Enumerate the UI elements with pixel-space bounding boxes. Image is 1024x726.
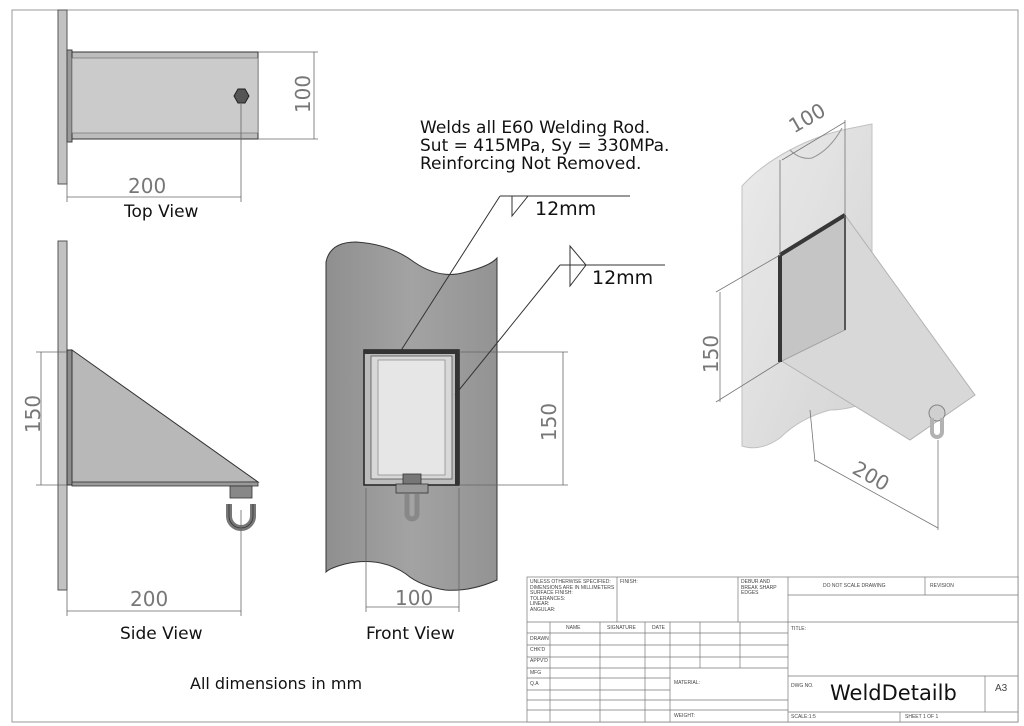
top-view-width-dim: 200 [128, 174, 167, 198]
title-block [526, 576, 1019, 723]
top-view-depth-dim: 100 [291, 74, 316, 114]
side-view [36, 240, 260, 616]
tb-weight: WEIGHT: [674, 713, 695, 719]
side-view-width-dim: 200 [130, 587, 169, 611]
fillet-weld-icon [569, 264, 588, 288]
tb-sheet: SHEET 1 OF 1 [905, 714, 939, 720]
tb-row-mfg: MFG [530, 670, 542, 676]
side-view-height-dim: 150 [21, 394, 46, 434]
weld-size-label: 12mm [535, 198, 597, 220]
weld-note: Welds all E60 Welding Rod. Sut = 415MPa,… [420, 119, 669, 173]
tb-line: BREAK SHARP [741, 584, 777, 591]
front-view [325, 241, 568, 612]
iso-view-height-dim: 150 [699, 334, 724, 374]
tb-size: A3 [995, 683, 1008, 694]
front-view-label: Front View [366, 624, 455, 644]
tb-col-name: NAME [566, 625, 581, 631]
tb-scale: SCALE:1:5 [791, 714, 816, 720]
tb-do-not-scale: DO NOT SCALE DRAWING [823, 583, 886, 589]
side-view-label: Side View [120, 624, 203, 644]
top-view-label: Top View [124, 202, 199, 222]
tb-line: ANGULAR: [530, 606, 556, 613]
tb-unless-specified: UNLESS OTHERWISE SPECIFIED: DIMENSIONS A… [530, 579, 615, 613]
tb-line: SURFACE FINISH: [530, 590, 573, 596]
units-note: All dimensions in mm [190, 674, 363, 693]
weld-note-line2: Sut = 415MPa, Sy = 330MPa. [420, 136, 670, 156]
tb-line: UNLESS OTHERWISE SPECIFIED: [530, 579, 611, 585]
tb-drawing-name: WeldDetailb [830, 681, 957, 705]
isometric-view [715, 120, 976, 530]
front-view-height-dim: 150 [537, 402, 562, 442]
weld-note-line3: Reinforcing Not Removed. [420, 154, 642, 174]
fillet-weld-icon [511, 195, 530, 218]
tb-row-qa: Q.A [530, 681, 539, 687]
tb-deburr: DEBUR AND BREAK SHARP EDGES [741, 579, 777, 597]
tb-row-checked: CHK'D [530, 647, 546, 653]
weld-note-line1: Welds all E60 Welding Rod. [420, 118, 651, 138]
fillet-weld-icon [569, 244, 588, 266]
tb-row-drawn: DRAWN [530, 636, 549, 642]
front-view-width-dim: 100 [395, 586, 434, 610]
tb-line: DIMENSIONS ARE IN MILLIMETERS [530, 584, 615, 591]
tb-dwg-no-label: DWG NO. [791, 683, 814, 689]
tb-title: TITLE: [791, 626, 807, 632]
sheet-border [11, 9, 1019, 723]
tb-line: EDGES [741, 590, 759, 596]
tb-revision: REVISION [930, 583, 954, 589]
tb-line: DEBUR AND [741, 579, 771, 585]
tb-line: LINEAR: [530, 601, 550, 607]
tb-line: TOLERANCES: [530, 595, 566, 602]
weld-symbols [399, 195, 665, 396]
tb-row-approved: APPV'D [530, 658, 548, 664]
top-view [57, 9, 318, 202]
tb-finish: FINISH: [620, 579, 638, 585]
bolt-head-icon [233, 88, 250, 104]
weld-size-label: 12mm [592, 267, 654, 289]
tb-col-signature: SIGNATURE [607, 625, 636, 631]
tb-col-date: DATE [652, 625, 665, 631]
tb-material: MATERIAL: [674, 680, 701, 686]
